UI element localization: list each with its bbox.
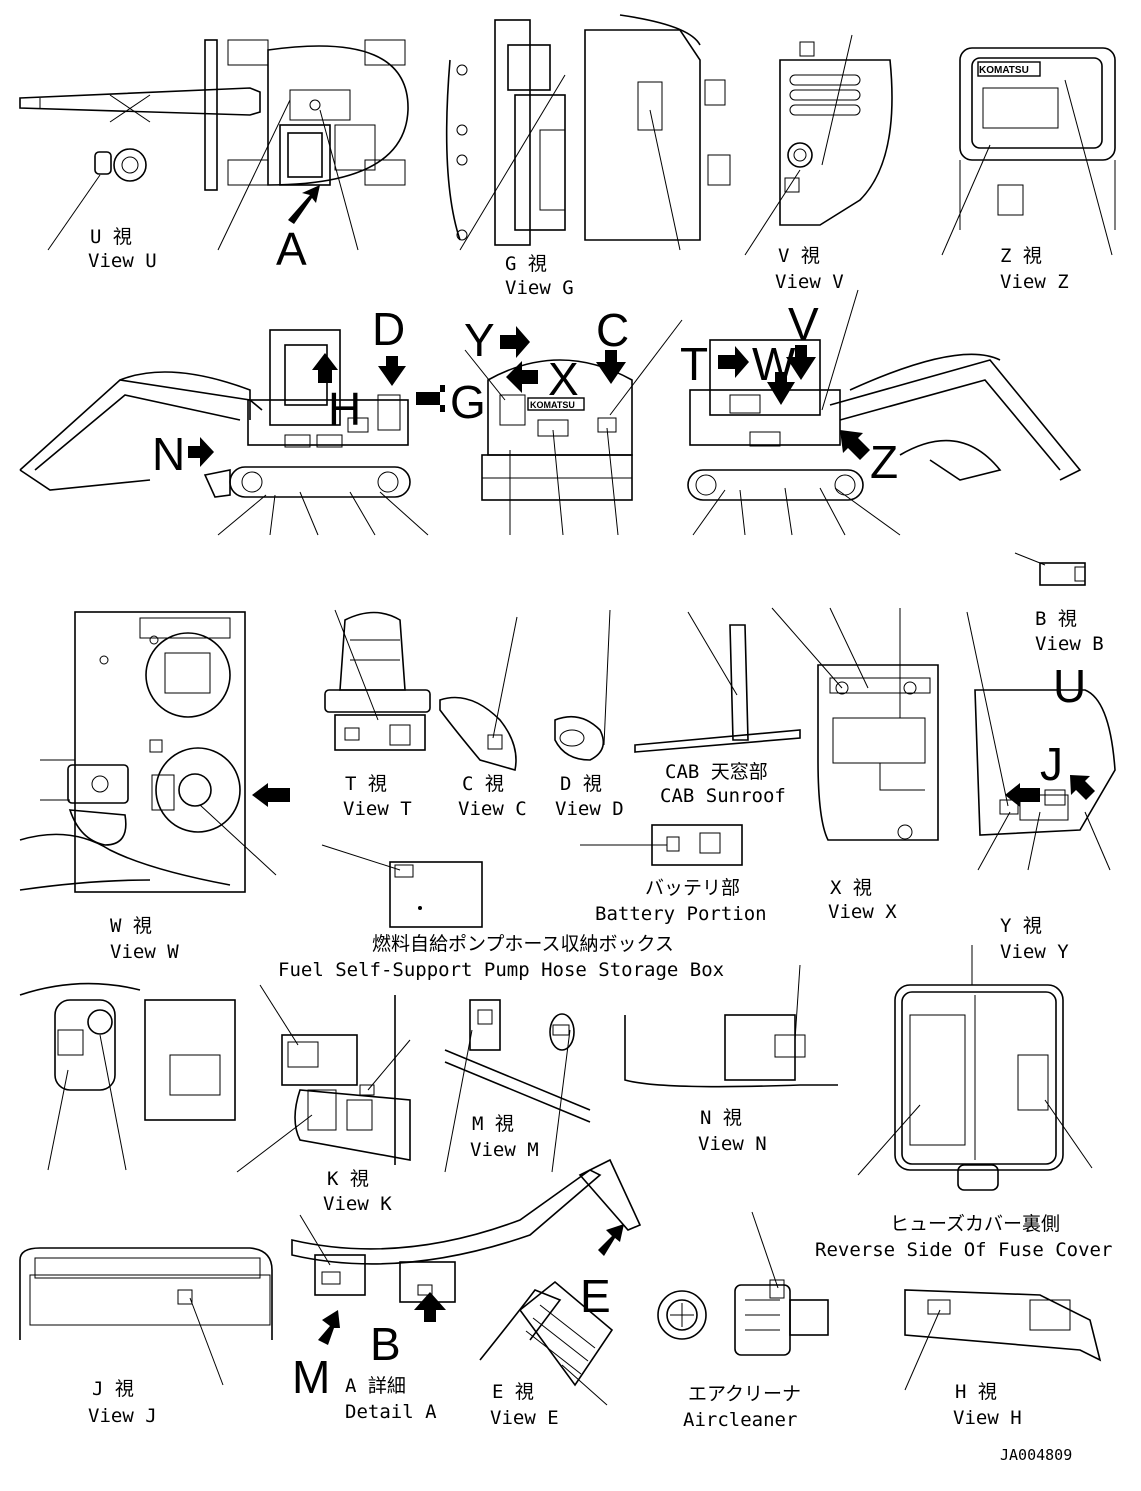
- view-v-drawing: [744, 34, 893, 256]
- label-view-n-en: View N: [698, 1133, 767, 1155]
- label-aircleaner-en: Aircleaner: [683, 1409, 797, 1431]
- label-view-x-jp: X 視: [830, 877, 872, 899]
- label-view-v-en: View V: [775, 271, 844, 293]
- label-view-n-jp: N 視: [700, 1107, 742, 1129]
- label-view-x-en: View X: [828, 901, 897, 923]
- brand-label: KOMATSU: [979, 65, 1029, 76]
- brand-label-rear: KOMATSU: [530, 400, 575, 410]
- arrow-letter-j: J: [1040, 738, 1063, 790]
- label-view-m-en: View M: [470, 1139, 539, 1161]
- label-fuse-jp: ヒューズカバー裏側: [890, 1213, 1060, 1235]
- label-battery-jp: バッテリ部: [645, 877, 740, 899]
- view-n-drawing: [624, 964, 838, 1088]
- view-x-drawing: [771, 607, 939, 841]
- view-w-drawing: [19, 611, 290, 893]
- label-view-t-jp: T 視: [345, 773, 387, 795]
- label-view-j-jp: J 視: [92, 1378, 134, 1400]
- arrow-letter-z: Z: [870, 436, 898, 488]
- view-pump-drawing: [19, 982, 236, 1171]
- arrow-letter-d: D: [372, 303, 405, 355]
- view-k-drawing: [236, 984, 411, 1173]
- view-u-drawing: [19, 39, 409, 251]
- cab-sunroof-drawing: [634, 611, 801, 753]
- view-e-drawing: [479, 1280, 614, 1406]
- aircleaner-drawing: [657, 1211, 829, 1356]
- view-c-drawing: [439, 616, 518, 772]
- label-view-b-en: View B: [1035, 633, 1104, 655]
- label-fuel-jp: 燃料自給ポンプホース収納ボックス: [372, 933, 674, 955]
- view-h-drawing: [904, 1289, 1102, 1391]
- label-view-h-en: View H: [953, 1407, 1022, 1429]
- arrow-letter-e: E: [580, 1270, 611, 1322]
- label-view-y-jp: Y 視: [1000, 915, 1042, 937]
- label-view-m-jp: M 視: [472, 1113, 514, 1135]
- label-view-h-jp: H 視: [955, 1381, 997, 1403]
- label-aircleaner-jp: エアクリーナ: [688, 1383, 801, 1405]
- view-g-drawing: [445, 14, 731, 251]
- view-b-drawing: [1014, 552, 1086, 586]
- label-view-t-en: View T: [343, 798, 412, 820]
- arrow-letter-a: A: [276, 223, 307, 275]
- label-detail-a-jp: A 詳細: [345, 1375, 406, 1397]
- view-y-drawing: [966, 611, 1116, 871]
- machine-left-drawing: [19, 329, 445, 536]
- label-view-j-en: View J: [88, 1405, 157, 1427]
- label-fuse-en: Reverse Side Of Fuse Cover: [815, 1239, 1112, 1261]
- view-m-drawing: [444, 999, 591, 1173]
- label-cab-en: CAB Sunroof: [660, 785, 786, 807]
- arrow-letter-t: T: [680, 338, 708, 390]
- machine-right-drawing: [687, 289, 1082, 536]
- label-battery-en: Battery Portion: [595, 903, 767, 925]
- arrow-letter-u: U: [1053, 660, 1086, 712]
- label-view-c-jp: C 視: [462, 773, 504, 795]
- label-view-u-jp: U 視: [90, 226, 132, 248]
- label-fuel-en: Fuel Self-Support Pump Hose Storage Box: [278, 959, 724, 981]
- arrow-letter-g: G: [450, 376, 486, 428]
- drawing-code: JA004809: [1000, 1446, 1072, 1464]
- arrow-letter-v: V: [788, 298, 819, 350]
- label-detail-a-en: Detail A: [345, 1401, 437, 1423]
- label-view-g-en: View G: [505, 277, 574, 299]
- label-view-c-en: View C: [458, 798, 527, 820]
- arrow-letter-h: H: [328, 383, 361, 435]
- battery-drawing: [580, 824, 743, 866]
- arrow-letter-c: C: [596, 304, 629, 356]
- arrow-letter-x: X: [548, 353, 579, 405]
- view-t-drawing: [324, 609, 431, 751]
- arrow-letter-b: B: [370, 1318, 401, 1370]
- label-view-u-en: View U: [88, 250, 157, 272]
- label-view-k-jp: K 視: [327, 1168, 369, 1190]
- label-view-b-jp: B 視: [1035, 608, 1077, 630]
- machine-rear-drawing: [464, 319, 683, 536]
- view-j-drawing: [19, 1247, 273, 1386]
- arrow-letter-n: N: [152, 428, 185, 480]
- label-view-w-jp: W 視: [110, 915, 152, 937]
- detail-a-drawing: [291, 1158, 642, 1345]
- view-z-drawing: [941, 47, 1116, 256]
- arrow-letter-w: W: [752, 338, 796, 390]
- label-view-d-jp: D 視: [560, 773, 602, 795]
- arrow-letter-m: M: [292, 1351, 330, 1403]
- label-view-w-en: View W: [110, 941, 179, 963]
- label-view-e-en: View E: [490, 1407, 559, 1429]
- label-view-e-jp: E 視: [492, 1381, 534, 1403]
- fuse-cover-drawing: [857, 945, 1093, 1191]
- fuel-box-drawing: [321, 844, 483, 928]
- label-view-g-jp: G 視: [505, 253, 547, 275]
- arrow-letter-y: Y: [464, 314, 495, 366]
- label-view-k-en: View K: [323, 1193, 392, 1215]
- label-view-v-jp: V 視: [778, 245, 820, 267]
- label-view-y-en: View Y: [1000, 941, 1069, 963]
- label-view-z-en: View Z: [1000, 271, 1069, 293]
- label-view-z-jp: Z 視: [1000, 245, 1042, 267]
- view-d-drawing: [554, 609, 611, 761]
- label-view-d-en: View D: [555, 798, 624, 820]
- label-cab-jp: CAB 天窓部: [665, 761, 768, 783]
